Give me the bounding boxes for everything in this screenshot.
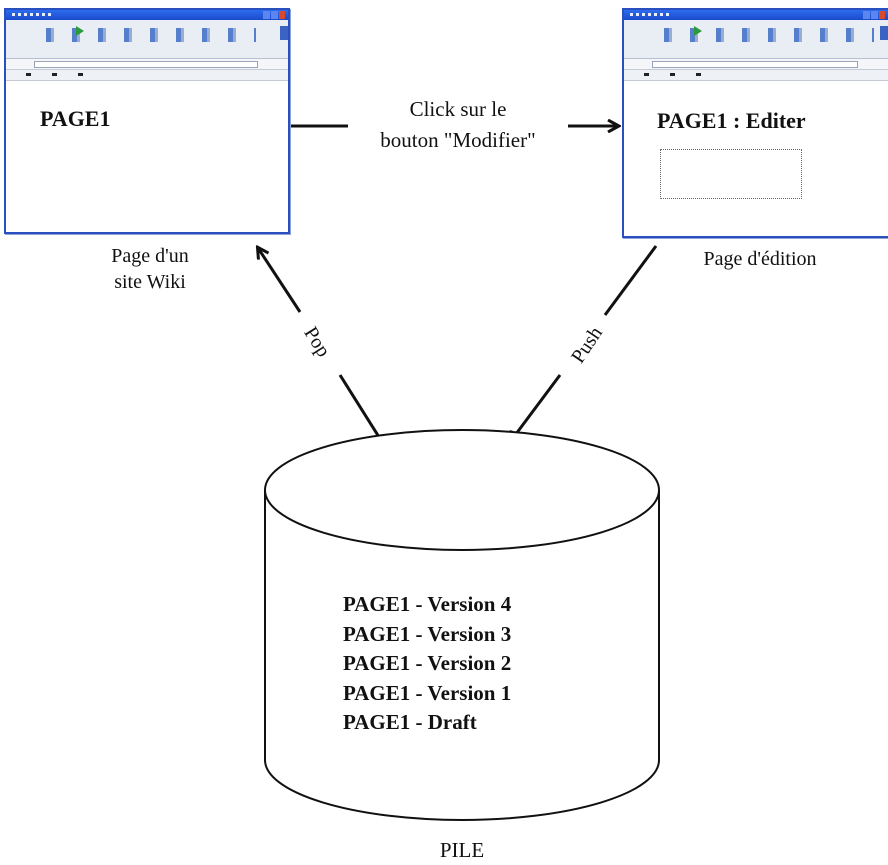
stack-entries: PAGE1 - Version 4 PAGE1 - Version 3 PAGE… bbox=[343, 590, 511, 738]
edit-textarea bbox=[660, 149, 802, 199]
play-icon bbox=[76, 26, 84, 36]
window-titlebar bbox=[624, 10, 888, 20]
push-arrow-lower bbox=[510, 374, 562, 442]
action-label-line-1: Click sur le bbox=[409, 97, 507, 121]
window-titlebar bbox=[6, 10, 288, 20]
pop-arrow-lower bbox=[338, 374, 386, 446]
edit-page-heading: PAGE1 : Editer bbox=[657, 108, 806, 133]
links-bar bbox=[624, 70, 888, 81]
browser-toolbar bbox=[624, 20, 888, 59]
address-bar bbox=[624, 59, 888, 70]
window-controls bbox=[263, 11, 285, 19]
wiki-page-window: PAGE1 bbox=[4, 8, 290, 234]
window-controls bbox=[863, 11, 885, 19]
pop-arrow-upper bbox=[258, 248, 302, 313]
wiki-page-heading: PAGE1 bbox=[40, 106, 111, 131]
push-arrow-upper bbox=[603, 245, 658, 316]
action-label-line-2: bouton "Modifier" bbox=[380, 128, 536, 152]
play-icon bbox=[694, 26, 702, 36]
stack-cylinder bbox=[264, 429, 660, 821]
browser-toolbar bbox=[6, 20, 288, 59]
stack-caption: PILE bbox=[439, 838, 485, 862]
stack-entry: PAGE1 - Version 1 bbox=[343, 680, 512, 705]
wiki-caption-line-1: Page d'un bbox=[111, 245, 189, 267]
edit-page-caption: Page d'édition bbox=[703, 248, 817, 270]
action-label: Click sur le bouton "Modifier" bbox=[340, 94, 576, 156]
address-bar bbox=[6, 59, 288, 70]
stack-entry: PAGE1 - Version 2 bbox=[343, 651, 512, 675]
wiki-page-caption: Page d'un site Wiki bbox=[60, 243, 240, 295]
stack-entry: PAGE1 - Draft bbox=[343, 710, 477, 734]
stack-entry: PAGE1 - Version 4 bbox=[343, 592, 512, 616]
wiki-caption-line-2: site Wiki bbox=[114, 271, 186, 293]
stack-entry: PAGE1 - Version 3 bbox=[343, 621, 512, 646]
edit-page-window: PAGE1 : Editer bbox=[622, 8, 888, 238]
links-bar bbox=[6, 70, 288, 81]
